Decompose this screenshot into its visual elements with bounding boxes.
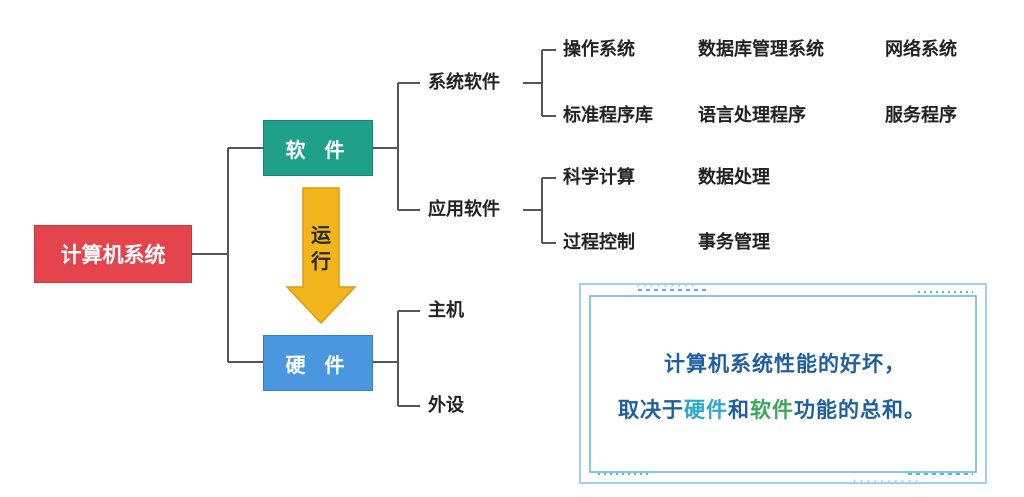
hardware-item-peripheral: 外设: [428, 395, 464, 416]
note-frame: › › › › › › › › › ‹ ‹ ‹ ‹ ‹ ‹ ‹ ‹ ‹ ‹: [579, 282, 987, 485]
run-arrow: [285, 187, 357, 325]
decor-arrows-top: › › › › › › › › ›: [636, 282, 695, 291]
system-item: 语言处理程序: [698, 105, 806, 126]
run-label: 运行: [311, 223, 331, 273]
application-item: 事务管理: [698, 232, 770, 253]
hardware-node: 硬 件: [263, 335, 373, 391]
system-item: 数据库管理系统: [698, 39, 824, 60]
system-item: 操作系统: [563, 39, 635, 60]
note-line-2: 取决于硬件和软件功能的总和。: [618, 394, 926, 424]
summary-note: › › › › › › › › › ‹ ‹ ‹ ‹ ‹ ‹ ‹ ‹ ‹ ‹ 计算…: [578, 282, 988, 485]
system-software-label: 系统软件: [428, 72, 500, 93]
application-item: 过程控制: [563, 232, 635, 253]
hardware-item-host: 主机: [428, 300, 464, 321]
application-software-label: 应用软件: [428, 199, 500, 220]
note-line-2-part-a: 取决于: [618, 398, 684, 422]
root-node: 计算机系统: [34, 225, 192, 283]
note-line-2-part-b: 和: [728, 398, 750, 422]
application-item: 科学计算: [563, 167, 635, 188]
note-software-highlight: 软件: [750, 398, 794, 422]
system-item: 服务程序: [885, 105, 957, 126]
software-node: 软 件: [263, 120, 373, 176]
system-item: 标准程序库: [563, 105, 653, 126]
note-hardware-highlight: 硬件: [684, 398, 728, 422]
application-item: 数据处理: [698, 167, 770, 188]
note-line-1: 计算机系统性能的好坏，: [664, 352, 906, 376]
decor-arrows-bottom: ‹ ‹ ‹ ‹ ‹ ‹ ‹ ‹ ‹ ‹: [853, 477, 918, 485]
system-item: 网络系统: [885, 39, 957, 60]
note-line-2-part-c: 功能的总和。: [794, 398, 926, 422]
